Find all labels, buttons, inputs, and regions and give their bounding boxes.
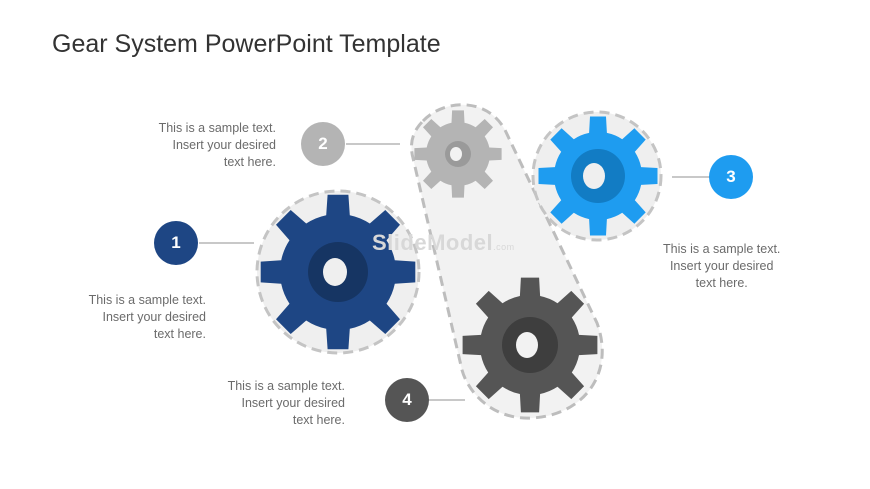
badge-2: 2	[301, 122, 345, 166]
text-line: text here.	[223, 155, 276, 169]
gear-1	[260, 194, 416, 350]
text-block-1: This is a sample text. Insert your desir…	[89, 292, 206, 343]
text-line: Insert your desired	[241, 396, 345, 410]
page-title: Gear System PowerPoint Template	[52, 30, 441, 58]
gear-1-hole	[323, 258, 347, 286]
badge-3: 3	[709, 155, 753, 199]
text-line: Insert your desired	[102, 310, 206, 324]
gear-4-hole	[516, 332, 538, 358]
text-line: Insert your desired	[172, 138, 276, 152]
text-line: This is a sample text.	[88, 293, 206, 307]
gear-3-hole	[583, 163, 605, 189]
text-line: text here.	[153, 327, 206, 341]
gear-2	[414, 110, 502, 198]
gear-4	[462, 277, 598, 413]
text-block-2: This is a sample text. Insert your desir…	[159, 120, 276, 171]
badge-1: 1	[154, 221, 198, 265]
text-line: This is a sample text.	[158, 121, 276, 135]
text-line: This is a sample text.	[663, 242, 781, 256]
gear-2-hole	[450, 147, 462, 161]
text-line: Insert your desired	[669, 259, 774, 273]
text-line: This is a sample text.	[227, 379, 345, 393]
gear-3	[538, 116, 658, 236]
badge-4: 4	[385, 378, 429, 422]
text-line: text here.	[695, 276, 748, 290]
watermark: SlideModel.com	[372, 230, 515, 255]
text-block-4: This is a sample text. Insert your desir…	[228, 378, 345, 429]
text-block-3: This is a sample text. Insert your desir…	[663, 241, 780, 292]
text-line: text here.	[292, 413, 345, 427]
